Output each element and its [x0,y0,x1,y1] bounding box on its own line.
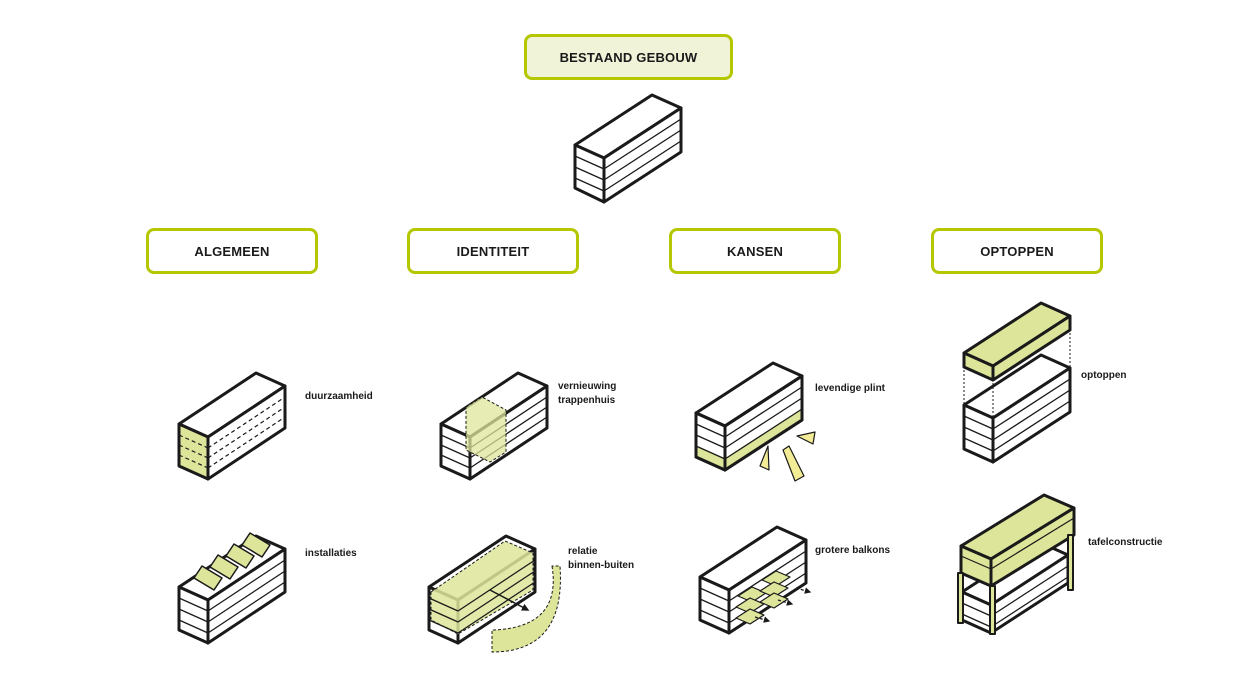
root-node-label: BESTAAND GEBOUW [559,49,698,65]
category-label-algemeen: ALGEMEEN [194,243,270,259]
category-label-identiteit: IDENTITEIT [456,243,530,259]
item-label-duurzaamheid: duurzaamheid [305,391,373,402]
category-label-kansen: KANSEN [726,243,784,259]
building-installaties [177,532,287,645]
item-label-relatie-line2: binnen-buiten [568,560,635,571]
category-box-kansen: KANSEN [669,228,841,274]
item-label-installaties: installaties [305,548,357,559]
category-box-algemeen: ALGEMEEN [146,228,318,274]
building-grotere-balkons [698,525,812,635]
building-existing [573,93,683,204]
item-label-levendige-plint: levendige plint [815,383,886,394]
item-label-vernieuwing-line2: trappenhuis [558,395,616,406]
item-label-relatie: relatie binnen-buiten [568,545,634,573]
item-label-vernieuwing: vernieuwing trappenhuis [558,380,616,408]
item-label-grotere-balkons: grotere balkons [815,545,891,556]
item-label-relatie-line1: relatie [568,546,598,557]
building-vernieuwing-trappenhuis [439,371,549,481]
item-label-optoppen: optoppen [1081,370,1127,381]
category-label-optoppen: OPTOPPEN [980,243,1054,259]
building-duurzaamheid [177,371,287,481]
building-relatie-binnen-buiten [427,534,561,653]
item-label-tafelconstructie: tafelconstructie [1088,537,1163,548]
item-label-vernieuwing-line1: vernieuwing [558,381,617,392]
category-box-optoppen: OPTOPPEN [931,228,1103,274]
building-tafelconstructie [957,493,1076,635]
root-node-box: BESTAAND GEBOUW [524,34,733,80]
building-optoppen [962,301,1072,464]
building-levendige-plint [694,361,816,482]
category-box-identiteit: IDENTITEIT [407,228,579,274]
